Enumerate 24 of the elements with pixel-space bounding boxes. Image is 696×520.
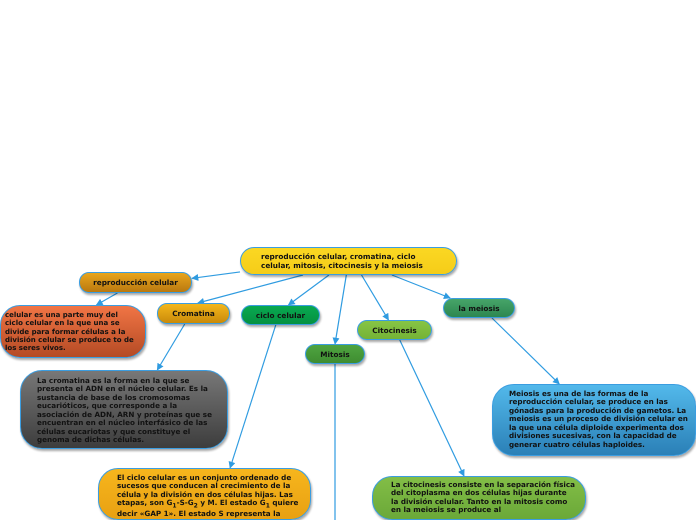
arrow <box>288 274 330 306</box>
topic-box <box>241 305 320 325</box>
description-box <box>98 468 311 520</box>
connector-line <box>334 364 336 520</box>
arrow <box>392 274 451 299</box>
description-box <box>492 384 696 456</box>
description-box <box>20 370 228 449</box>
arrow <box>191 271 240 281</box>
description-box <box>0 305 146 358</box>
topic-box <box>79 272 192 293</box>
arrow <box>228 324 276 469</box>
arrow <box>361 274 390 321</box>
topic-box <box>357 320 432 340</box>
arrow <box>492 318 560 384</box>
arrow <box>156 324 186 371</box>
description-box <box>372 476 586 520</box>
topic-box <box>240 247 457 275</box>
arrow <box>197 274 304 305</box>
topic-box <box>305 344 365 364</box>
arrow <box>399 340 465 477</box>
topic-box <box>443 298 515 318</box>
arrow <box>332 274 347 345</box>
arrow <box>96 292 118 306</box>
topic-box <box>157 303 230 324</box>
